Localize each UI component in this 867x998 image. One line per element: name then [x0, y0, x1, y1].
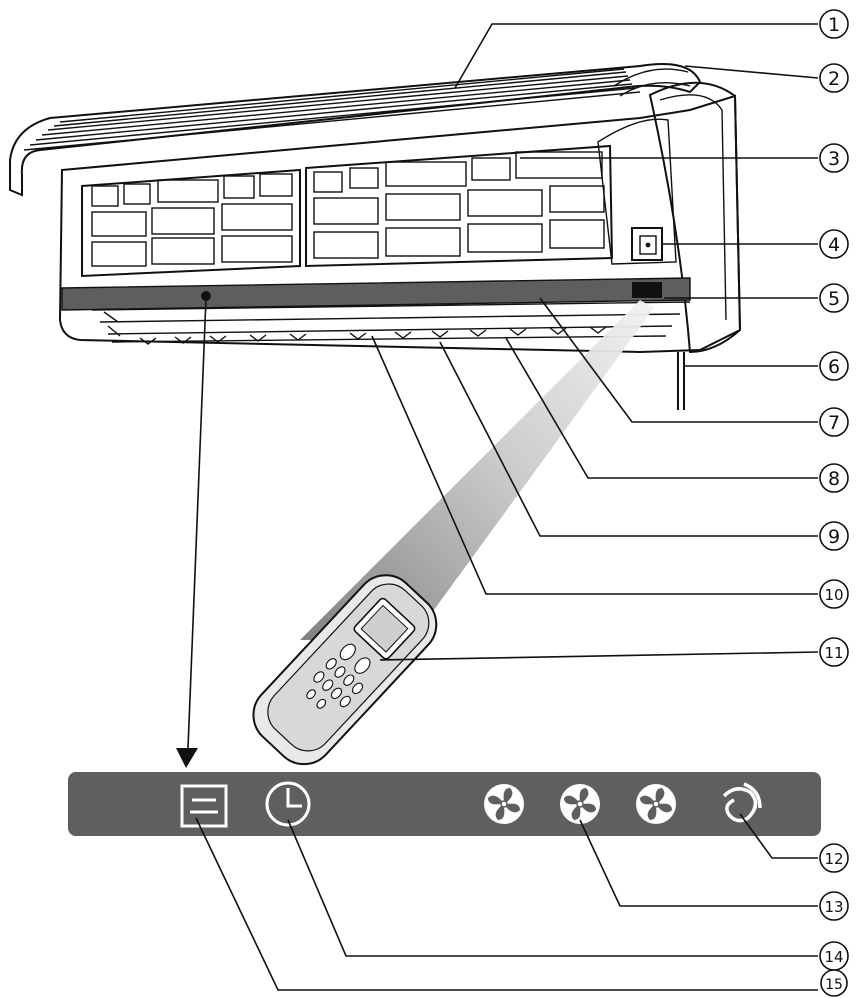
fan-icon [484, 784, 524, 824]
infrared-beam [300, 300, 654, 640]
callout-13: 13 [819, 891, 849, 921]
leader-7 [539, 297, 818, 423]
callout-label: 10 [824, 586, 843, 604]
callout-8: 8 [819, 463, 849, 493]
remote-control [252, 574, 438, 766]
callout-6: 6 [819, 351, 849, 381]
callout-label: 2 [828, 68, 840, 90]
callout-label: 5 [828, 288, 840, 310]
callout-label: 11 [824, 644, 843, 662]
timer-icon [265, 781, 311, 827]
callout-label: 8 [828, 468, 840, 490]
leader-11 [379, 651, 819, 661]
zoom-arrowhead [176, 748, 198, 768]
side-panel [648, 81, 742, 354]
callout-14: 14 [819, 941, 849, 971]
zoom-arrow [187, 297, 207, 749]
callout-label: 14 [824, 948, 843, 966]
callout-label: 12 [824, 850, 843, 868]
filter-icon [180, 784, 228, 828]
indoor-unit [58, 81, 742, 410]
callout-1: 1 [819, 9, 849, 39]
leader-8 [505, 337, 818, 479]
callout-label: 3 [828, 148, 840, 170]
callout-2: 2 [819, 63, 849, 93]
air-filters [81, 144, 614, 278]
callout-12: 12 [819, 843, 849, 873]
callout-10: 10 [819, 579, 849, 609]
leader-lines [195, 23, 819, 991]
callout-11: 11 [819, 637, 849, 667]
leader-2 [684, 65, 819, 79]
swing-icon [722, 782, 762, 823]
display-panel [68, 772, 821, 836]
leader-14 [287, 819, 818, 957]
leader-12 [739, 813, 818, 859]
callout-4: 4 [819, 229, 849, 259]
fan-icon [636, 784, 676, 824]
callouts: 1 2 3 4 5 6 7 8 9 10 11 12 13 14 15 [819, 9, 849, 997]
callout-label: 4 [828, 234, 840, 256]
callout-3: 3 [819, 143, 849, 173]
leader-15 [195, 817, 818, 991]
louvers [91, 301, 691, 345]
callout-5: 5 [819, 283, 849, 313]
callout-label: 15 [825, 977, 843, 993]
emergency-switch [631, 227, 663, 261]
power-cord [677, 352, 685, 410]
callout-label: 9 [828, 526, 840, 548]
callout-label: 1 [828, 14, 840, 36]
callout-label: 6 [828, 356, 840, 378]
leader-10 [371, 335, 818, 595]
callout-7: 7 [819, 407, 849, 437]
callout-label: 13 [824, 898, 843, 916]
leader-1 [454, 23, 818, 89]
leader-13 [579, 819, 818, 907]
callout-9: 9 [819, 521, 849, 551]
front-panel [9, 63, 702, 197]
callout-15: 15 [820, 969, 848, 997]
leader-9 [439, 341, 818, 537]
display-strip [61, 277, 691, 311]
fan-icon [560, 784, 600, 824]
callout-label: 7 [828, 412, 840, 434]
